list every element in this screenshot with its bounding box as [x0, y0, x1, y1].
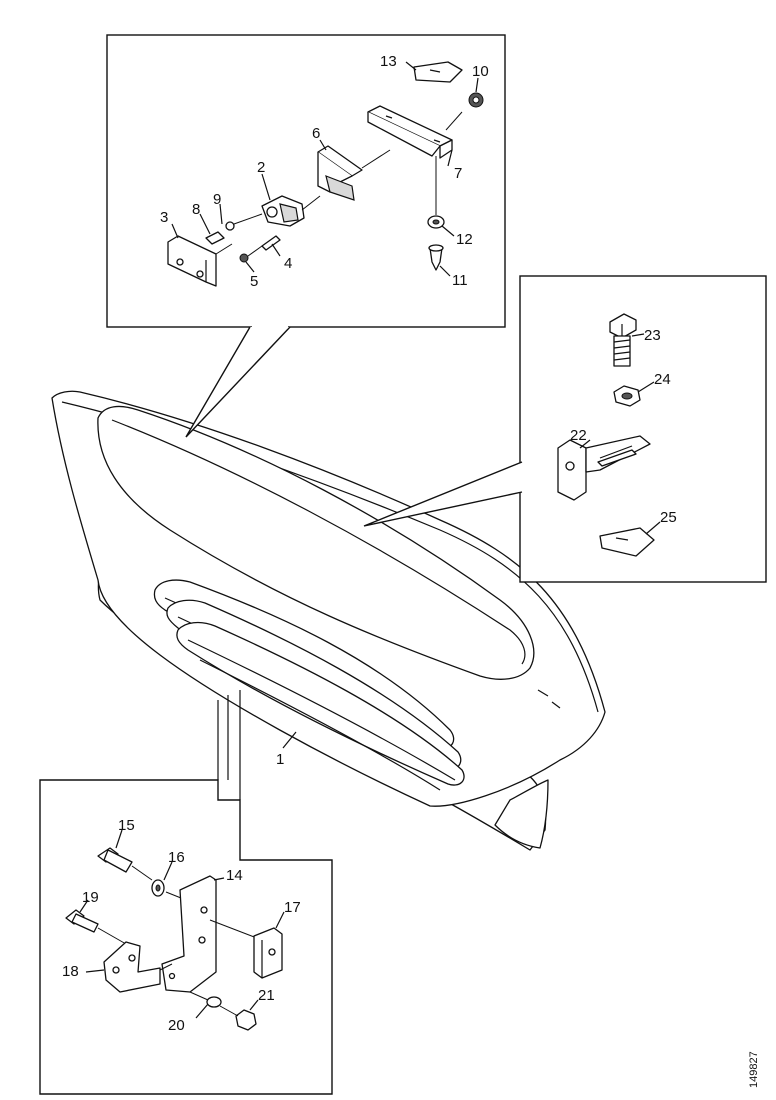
leader-1: [282, 731, 297, 749]
callout-13: 13: [380, 53, 397, 70]
callout-6: 6: [312, 125, 320, 142]
callout-8: 8: [192, 201, 200, 218]
callout-10: 10: [472, 63, 489, 80]
callout-9: 9: [213, 191, 221, 208]
top-detail-parts: [167, 61, 484, 287]
drawing-number: 149827: [748, 1051, 760, 1089]
bottom-detail-parts: [65, 847, 283, 1031]
callout-4: 4: [284, 255, 292, 272]
callout-11: 11: [452, 272, 468, 289]
callout-14: 14: [226, 867, 243, 884]
callout-2: 2: [257, 159, 265, 176]
callout-12: 12: [456, 231, 473, 248]
callout-7: 7: [454, 165, 462, 182]
callout-18: 18: [62, 963, 79, 980]
callout-labels: 1 2 3 4 5 6 7 8 9 10 11 12 13 14 15 16 1…: [62, 53, 677, 1034]
callout-23: 23: [644, 327, 661, 344]
callout-16: 16: [168, 849, 185, 866]
callout-19: 19: [82, 889, 99, 906]
right-detail-parts: [557, 313, 655, 557]
detail-box-top: [106, 34, 506, 438]
callout-21: 21: [258, 987, 275, 1004]
callout-24: 24: [654, 371, 671, 388]
callout-20: 20: [168, 1017, 185, 1034]
callout-15: 15: [118, 817, 135, 834]
callout-17: 17: [284, 899, 301, 916]
leader-lines: [79, 61, 661, 1019]
callout-3: 3: [160, 209, 168, 226]
spoiler-vents: [153, 579, 465, 791]
callout-25: 25: [660, 509, 677, 526]
callout-1: 1: [276, 751, 284, 768]
callout-22: 22: [570, 427, 587, 444]
callout-5: 5: [250, 273, 258, 290]
